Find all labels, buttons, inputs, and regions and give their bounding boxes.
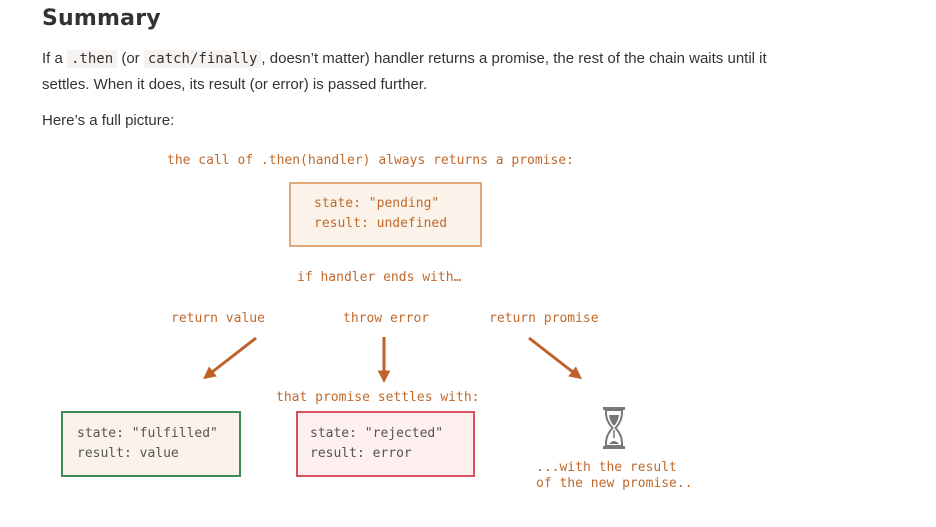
- pending-state-line: state: "pending": [314, 196, 439, 211]
- intro-text-rest: , doesn’t matter) handler returns a prom…: [261, 50, 767, 67]
- arrow-return-value: [203, 336, 257, 380]
- hourglass-icon: [603, 407, 625, 449]
- fulfilled-state-box: state: "fulfilled" result: value: [61, 411, 241, 477]
- page-title: Summary: [42, 6, 161, 31]
- rejected-box-rect: [296, 411, 475, 477]
- fulfilled-result-line: result: value: [77, 446, 179, 461]
- fulfilled-box-rect: [61, 411, 241, 477]
- full-picture-text: Here’s a full picture:: [42, 112, 175, 129]
- code-catch-finally: catch/finally: [143, 50, 262, 68]
- rejected-result-line: result: error: [310, 446, 412, 461]
- arrow-return-promise: [528, 336, 582, 380]
- branch-return-value-label: return value: [171, 311, 265, 326]
- diagram-caption-top: the call of .then(handler) always return…: [167, 153, 574, 168]
- pending-box-rect: [289, 182, 482, 247]
- intro-paragraph: If a .then (or catch/finally, doesn’t ma…: [42, 46, 842, 97]
- branch-throw-error-label: throw error: [343, 311, 429, 326]
- intro-text-or: (or: [117, 50, 144, 67]
- branch-return-promise-label: return promise: [489, 311, 599, 326]
- code-then: .then: [67, 50, 118, 68]
- new-promise-note-line2: of the new promise..: [536, 476, 693, 491]
- pending-result-line: result: undefined: [314, 216, 447, 231]
- settles-with-label: that promise settles with:: [276, 390, 480, 405]
- fulfilled-state-line: state: "fulfilled": [77, 426, 218, 441]
- rejected-state-box: state: "rejected" result: error: [296, 411, 475, 477]
- rejected-state-line: state: "rejected": [310, 426, 443, 441]
- pending-state-box: state: "pending" result: undefined: [289, 182, 482, 247]
- if-handler-ends-label: if handler ends with…: [297, 270, 462, 285]
- new-promise-note-line1: ...with the result: [536, 460, 677, 475]
- intro-text-if: If a: [42, 50, 68, 67]
- intro-text-line2: settles. When it does, its result (or er…: [42, 76, 428, 93]
